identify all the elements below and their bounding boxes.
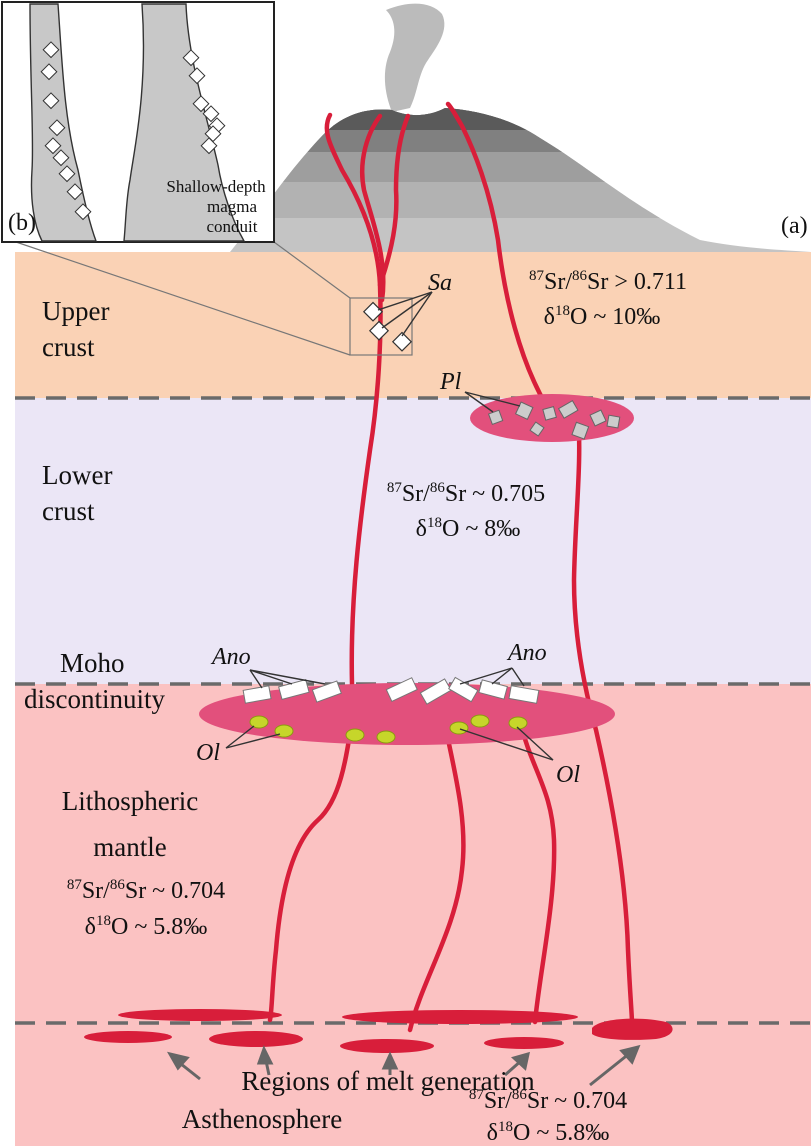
upper-crust-label-line2: crust	[42, 332, 95, 362]
pl-label: Pl	[439, 369, 462, 395]
mantle-sr-ratio: 87Sr/86Sr ~ 0.704	[67, 877, 225, 904]
inset-caption-line1: Shallow-depth	[166, 177, 266, 196]
panel-a-label: (a)	[781, 213, 808, 239]
asthenosphere-sr-ratio: 87Sr/86Sr ~ 0.704	[469, 1087, 627, 1114]
moho-label-line1: Moho	[60, 648, 125, 678]
lower-crust-label-line2: crust	[42, 496, 95, 526]
inset-panel-b: Shallow-depth magma conduit (b)	[2, 2, 274, 242]
sa-label: Sa	[428, 270, 452, 296]
inset-caption-line2: magma	[207, 197, 257, 216]
inset-caption-line3: conduit	[207, 217, 258, 236]
lithospheric-mantle-label-line2: mantle	[93, 832, 166, 862]
ol-left-label: Ol	[196, 740, 220, 766]
ano-left-label: Ano	[210, 644, 251, 670]
lithospheric-mantle-label-line1: Lithospheric	[62, 786, 198, 816]
lower-crust-sr-ratio: 87Sr/86Sr ~ 0.705	[387, 480, 545, 507]
upper-crust-label-line1: Upper	[42, 296, 109, 326]
upper-crust-sr-ratio: 87Sr/86Sr > 0.711	[529, 268, 687, 295]
lower-crust-layer	[15, 398, 811, 684]
asthenosphere-label: Asthenosphere	[182, 1104, 342, 1134]
volcanic-plume	[385, 4, 444, 112]
panel-b-label: (b)	[8, 210, 36, 236]
lower-crust-label-line1: Lower	[42, 460, 112, 490]
ol-right-label: Ol	[556, 762, 580, 788]
volcano-cone	[220, 100, 811, 260]
upper-crust-layer	[15, 252, 811, 398]
ano-right-label: Ano	[506, 640, 547, 666]
moho-label-line2: discontinuity	[24, 684, 165, 714]
